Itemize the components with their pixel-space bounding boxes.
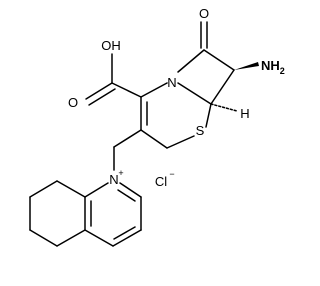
label-nh-subscript: 2 (280, 66, 285, 76)
chemical-structure: OH O O N NH2 H S N + Cl − (29, 6, 285, 247)
label-o-acid: O (68, 95, 78, 110)
label-plus-charge: + (118, 168, 123, 178)
bond-c7-c6 (210, 69, 235, 105)
bond-ch2-s (166, 135, 195, 149)
label-o-lactam: O (199, 6, 209, 21)
label-minus-charge: − (169, 169, 174, 179)
bond-c4-c3 (112, 229, 142, 247)
bond-c4-c3-inner (113, 226, 136, 240)
bond-c6-h-hash (210, 103, 238, 112)
bond-n-c8a (84, 182, 109, 198)
bond-c4a-c4 (84, 229, 114, 247)
bond-s-c6 (205, 103, 212, 128)
bond-c-o-double-b (88, 88, 116, 106)
bond-co-c7 (203, 49, 235, 71)
bond-c2-n-inner (117, 189, 136, 202)
label-nh: NH (261, 58, 280, 73)
bond-c7-nh2-wedge (234, 62, 259, 70)
bond-c3-n (140, 82, 168, 98)
bond-c4-ch2n (113, 129, 142, 148)
bonds (29, 21, 238, 247)
label-h: H (240, 106, 249, 121)
bond-c8-c7 (29, 180, 58, 198)
bond-c4-ch2 (140, 129, 168, 149)
bond-n-c6 (177, 82, 212, 105)
bond-c6b-c5 (29, 229, 58, 247)
label-s: S (196, 123, 205, 138)
bond-c-o-double-a (85, 82, 113, 100)
label-nh2: NH2 (261, 58, 285, 76)
bond-n-co (177, 49, 205, 73)
bond-c5-c4a (56, 229, 86, 247)
bond-c2-n (119, 182, 142, 198)
bond-acid-ring (111, 82, 142, 98)
label-n-ring: N (167, 75, 176, 90)
atom-labels: OH O O N NH2 H S N + Cl − (68, 6, 285, 189)
bond-c8a-c8 (56, 180, 86, 198)
label-n-plus: N (109, 172, 118, 187)
label-cl: Cl (155, 174, 167, 189)
label-oh: OH (101, 38, 121, 53)
